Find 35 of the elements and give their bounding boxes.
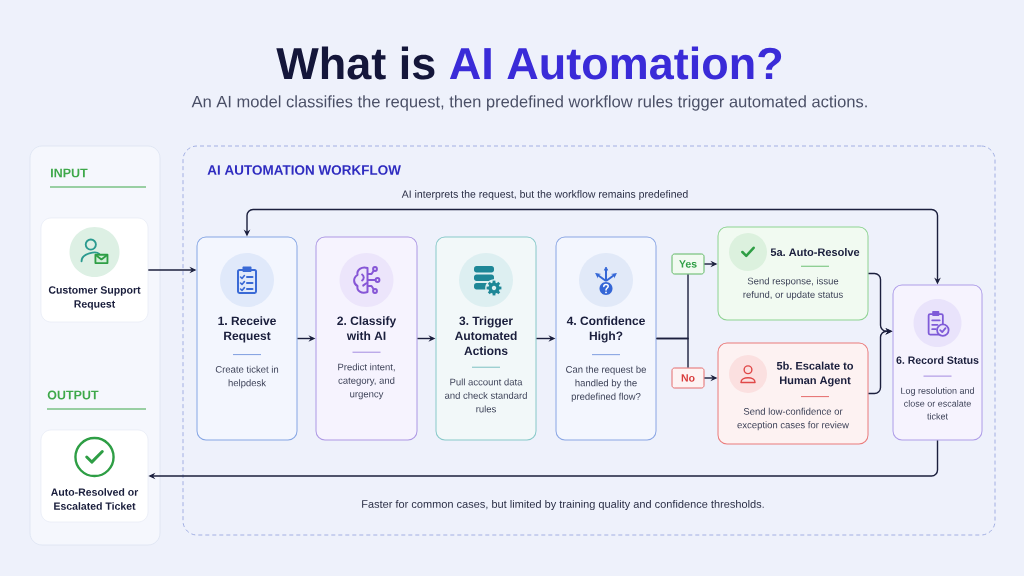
step-title: 2. Classify with AI <box>337 316 397 340</box>
step-description: Log resolution and close or escalate ticket <box>901 387 974 420</box>
section-heading: OUTPUT <box>47 390 99 400</box>
step-description: Predict intent, category, and urgency <box>338 363 395 400</box>
outcome-card <box>717 342 869 445</box>
step-card <box>555 236 657 441</box>
step-title: 1. Receive Request <box>218 316 276 343</box>
title: What is AI Automation? <box>276 46 782 80</box>
branch-tag: No <box>671 367 705 389</box>
step-title: 4. Confidence High? <box>566 316 645 343</box>
step-card <box>435 236 537 441</box>
step-card <box>196 236 298 441</box>
step-card <box>892 284 983 441</box>
panel-heading: AI AUTOMATION WORKFLOW <box>207 165 401 175</box>
step-description: Send low-confidence or exception cases for review <box>737 407 849 431</box>
card-label: Auto-Resolved or Escalated Ticket <box>51 488 139 510</box>
step-title: 6. Record Status <box>896 356 979 364</box>
outcome-card <box>717 226 869 321</box>
card-label: Customer Support Request <box>48 286 141 310</box>
step-title: 3. Trigger Automated Actions <box>454 316 517 355</box>
edge-label: Faster for common cases, but limited by training quality and confidence thresholds. <box>359 498 767 512</box>
step-description: Can the request be handled by the predefined flow? <box>566 365 646 402</box>
step-card <box>315 236 418 441</box>
branch-tag: Yes <box>671 253 705 275</box>
section-heading: INPUT <box>51 168 88 178</box>
step-title: 5b. Escalate to Human Agent <box>776 361 854 387</box>
card <box>40 429 149 523</box>
step-description: Pull account data and check standard rules <box>444 378 527 413</box>
subtitle: An AI model classifies the request, then predefined workflow rules trigger automated actions. <box>191 95 867 111</box>
step-description: Send response, issue refund, or update status <box>743 277 843 300</box>
card <box>40 217 149 323</box>
step-description: Create ticket in helpdesk <box>215 365 279 389</box>
workflow-panel <box>182 145 996 536</box>
step-title: 5a. Auto-Resolve <box>770 247 860 257</box>
connector-line <box>655 337 689 369</box>
